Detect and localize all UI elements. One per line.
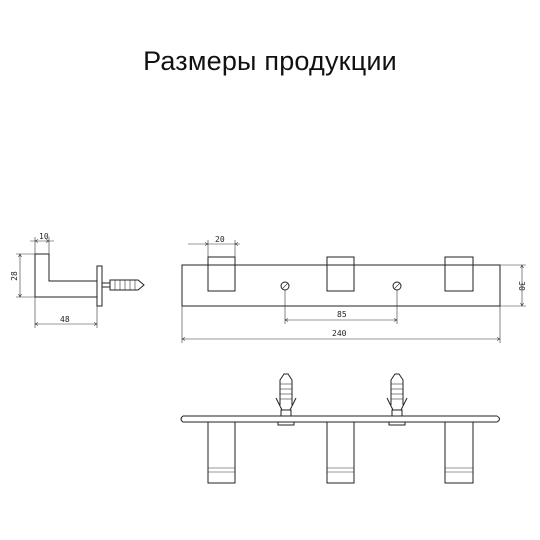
dimension-label: 20 — [215, 235, 225, 244]
dimension-hook-width: 20 — [188, 235, 240, 257]
hook-1 — [207, 256, 236, 292]
top-plate — [180, 415, 500, 423]
hook-body-2 — [326, 421, 355, 484]
dimension-label: 10 — [39, 232, 49, 241]
dimension-screw-spacing: 85 — [284, 290, 398, 324]
dimension-label: 28 — [10, 271, 19, 281]
dimension-label: 48 — [60, 315, 70, 324]
hook-body-1 — [207, 421, 236, 484]
dimension-hook-top-width: 10 — [30, 232, 54, 254]
screw-icon — [280, 281, 290, 291]
dimension-hook-depth: 48 — [34, 297, 98, 328]
side-view: 10 28 48 — [10, 232, 145, 328]
dimension-bar-length: 240 — [181, 306, 501, 343]
dimension-label: 30 — [517, 281, 526, 291]
wall-anchor-icon — [101, 279, 145, 291]
hook-body-3 — [444, 421, 474, 484]
dimension-label: 85 — [337, 310, 347, 319]
page-title: Размеры продукции — [143, 46, 397, 76]
dimension-bar-height: 30 — [500, 264, 526, 307]
wall-anchor-icon — [386, 373, 408, 426]
back-bar — [181, 264, 501, 307]
dimension-hook-height: 28 — [10, 253, 35, 298]
dimension-label: 240 — [332, 329, 347, 338]
wall-anchor-icon — [275, 373, 297, 426]
top-view — [180, 373, 500, 484]
front-view: 20 85 240 30 — [181, 235, 526, 343]
hook-2 — [326, 256, 355, 292]
screw-icon — [392, 281, 402, 291]
hook-3 — [444, 256, 474, 292]
wall-plate — [96, 265, 103, 307]
hook-profile — [34, 253, 98, 298]
